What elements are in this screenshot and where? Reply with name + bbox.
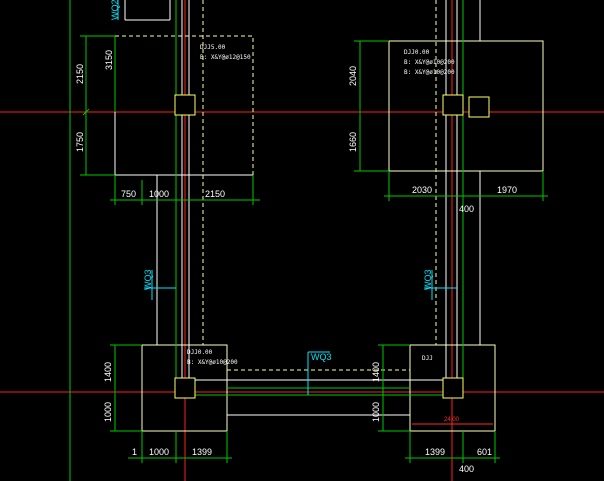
footing-note-line3: B: X&Y@ø10@200 [404, 69, 455, 76]
column-bottom-right [442, 377, 464, 399]
dim-tick [82, 108, 90, 116]
dim-tr-h-b: 1970 [497, 185, 517, 195]
dim-tl-v-bottom-outer: 1750 [75, 132, 85, 152]
dim-tr-h-a: 2030 [412, 185, 432, 195]
footing-top-right[interactable]: DJJ0.00 B: X&Y@ø10@200 B: X&Y@ø10@200 [388, 0, 544, 172]
wall-tag-left: WQ3 [143, 269, 153, 290]
footing-note-line1: DJJ5.00 [200, 44, 226, 51]
dim-bl-v-bottom: 1000 [103, 402, 113, 422]
footing-note-line2: B: X&Y@ø10@200 [404, 59, 455, 66]
footing-note-line1: DJJ0.00 [187, 349, 213, 356]
dim-tr-v-top: 2040 [348, 66, 358, 86]
dim-tl-v-inner: 3150 [104, 50, 114, 70]
dim-bl-h-b: 1399 [192, 447, 212, 457]
wall-tag-top: WQ2 [110, 0, 120, 20]
footing-note-line2: B: X&Y@ø10@200 [187, 359, 238, 366]
column-top-right-b [468, 96, 490, 118]
footing-outline [388, 40, 544, 172]
wall-tag-bottom: WQ3 [311, 352, 332, 362]
dim-br-h-a: 1399 [425, 447, 445, 457]
wall-tags: WQ2 WQ3 WQ3 WQ3 [110, 0, 457, 395]
column-bottom-left [174, 377, 196, 399]
column-top-left [174, 94, 196, 116]
dim-bl-v-top: 1400 [103, 362, 113, 382]
dim-tl-v-top-outer: 2150 [75, 64, 85, 84]
dim-bl-h-edge: 1 [132, 447, 137, 457]
dimension-texts: 2150 1750 3150 750 1000 2150 2040 1660 2… [75, 50, 517, 474]
dim-br-v-bottom: 1000 [371, 402, 381, 422]
column-top-right-a [442, 94, 464, 116]
footing-note-line1: DJJ [422, 355, 433, 362]
footing-note-line1: DJJ0.00 [404, 49, 430, 56]
red-dim-label: 24.00 [444, 417, 460, 423]
dim-tl-h-b: 1000 [149, 189, 169, 199]
red-dimension: 24.00 [412, 417, 493, 425]
dim-br-h-col: 400 [459, 464, 474, 474]
dimension-lines [80, 35, 548, 463]
dim-tl-h-c: 2150 [205, 189, 225, 199]
columns [174, 94, 490, 399]
wall-tag-right: WQ3 [423, 269, 433, 290]
dim-tr-v-bottom: 1660 [348, 132, 358, 152]
dim-br-h-b: 601 [477, 447, 492, 457]
footing-note-line2: B: X&Y@ø12@150 [200, 54, 251, 61]
dim-bl-h-a: 1000 [149, 447, 169, 457]
dim-tr-h-col: 400 [459, 204, 474, 214]
dim-br-v-top: 1400 [371, 362, 381, 382]
dim-tl-h-a: 750 [121, 189, 136, 199]
